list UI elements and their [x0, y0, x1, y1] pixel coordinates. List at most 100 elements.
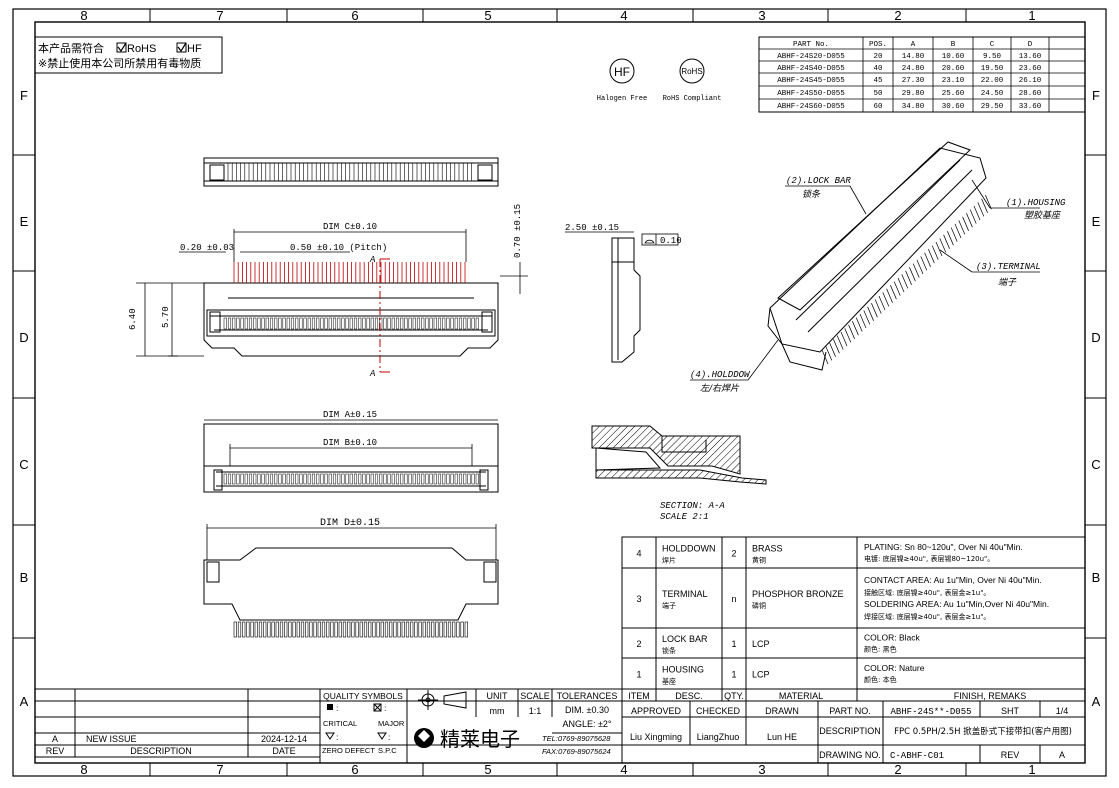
dim-pitch-a-label: 0.20 ±0.03 — [180, 243, 234, 253]
part-table-cell: 27.30 — [902, 77, 925, 85]
bom-item-material: LCP — [752, 670, 770, 680]
side-view — [611, 237, 641, 363]
part-table-cell: 23.10 — [942, 77, 965, 85]
front-pin-body — [349, 317, 353, 330]
bottom-d-pin — [326, 621, 330, 638]
critical-symbol-colon: : — [336, 703, 338, 713]
iso-pin — [901, 274, 909, 289]
bom-item-material-cn: 磷铜 — [752, 601, 766, 610]
bottom-d-pin — [267, 621, 271, 638]
section-mark-bottom: A — [369, 369, 375, 379]
company-tel: TEL:0769-89075628 — [542, 734, 611, 743]
part-table-cell: 19.50 — [981, 65, 1004, 73]
bom-table — [621, 536, 1086, 701]
sht-value: 1/4 — [1056, 706, 1069, 716]
iso-pin — [962, 216, 969, 231]
bottom-pin — [320, 473, 324, 485]
bottom-d-pin — [321, 621, 326, 638]
note-line1-prefix: 本产品需符合 — [38, 41, 104, 55]
rohs-logo: RoHS RoHS Compliant — [663, 58, 721, 103]
bottom-d-pin — [300, 621, 305, 638]
outer-border — [12, 8, 1107, 777]
bottom-pin — [437, 473, 442, 485]
bottom-d-pin — [309, 621, 313, 638]
section-title: SECTION: A-A — [660, 501, 725, 511]
hf-logo: HF Halogen Free — [597, 58, 647, 103]
front-pin-body — [467, 317, 471, 330]
bottom-d-pin — [435, 621, 439, 638]
iso-pin — [924, 252, 931, 267]
grid-row-C-right: C — [1091, 457, 1100, 472]
revision-rev-header: REV — [46, 746, 65, 756]
bottom-pin — [412, 473, 416, 485]
part-table-cell: ABHF-24S40-D055 — [777, 65, 845, 73]
bottom-pin — [446, 473, 450, 485]
iso-pin — [833, 339, 840, 354]
front-pin-body — [265, 317, 269, 330]
front-pin-body — [362, 317, 366, 330]
front-pin-body — [404, 317, 408, 330]
part-table-header-part: PART No. — [793, 41, 829, 49]
major-symbol-icon — [373, 703, 382, 712]
front-pin-body — [320, 317, 324, 330]
bottom-pin — [274, 473, 278, 485]
part-no-label: PART NO. — [829, 706, 871, 716]
bom-item-material: PHOSPHOR BRONZE — [752, 589, 844, 599]
grid-col-5-top: 5 — [484, 8, 491, 23]
bom-header-qty: QTY. — [724, 691, 744, 701]
front-pin-body — [450, 317, 454, 330]
bottom-pin — [404, 473, 408, 485]
bottom-d-pin — [363, 621, 368, 638]
bottom-pin — [244, 473, 248, 485]
front-pin-body — [332, 317, 337, 330]
tolerances-label: TOLERANCES — [557, 691, 618, 701]
bottom-d-pin — [242, 621, 246, 638]
bottom-view-ab — [203, 423, 499, 493]
front-pin-body — [391, 317, 395, 330]
bottom-d-pin — [292, 621, 296, 638]
bom-item-finish-line: 接触区域: 底层镍≥40u", 表层金≥1u"。 — [864, 588, 990, 597]
bottom-d-pin — [351, 621, 355, 638]
front-pin-body — [374, 317, 379, 330]
part-table-header-d: D — [1028, 41, 1033, 49]
revision-date-header: DATE — [272, 746, 295, 756]
front-pin-body — [454, 317, 458, 330]
bottom-pin — [307, 473, 311, 485]
dim-pitch-label: 0.50 ±0.10 (Pitch) — [290, 243, 387, 253]
part-table-cell: 23.60 — [1019, 65, 1042, 73]
bottom-pin — [400, 473, 404, 485]
bottom-pin — [475, 473, 479, 485]
sht-label: SHT — [1001, 706, 1020, 716]
bottom-d-pin — [250, 621, 254, 638]
bottom-d-pin — [397, 621, 401, 638]
callout-holddown-cn: 左/右焊片 — [700, 383, 740, 394]
drawer-name: Lun HE — [767, 732, 797, 742]
bottom-pin — [429, 473, 433, 485]
critical-label: CRITICAL — [323, 719, 357, 728]
part-table-cell: ABHF-24S45-D055 — [777, 77, 845, 85]
bottom-d-pin — [431, 621, 435, 638]
iso-pin — [844, 328, 852, 343]
rev-value: A — [1059, 750, 1065, 760]
bottom-d-pin — [384, 621, 389, 638]
iso-pin — [867, 306, 874, 321]
scale-value: 1:1 — [529, 706, 542, 716]
front-pin-body — [408, 317, 412, 330]
bottom-pin — [358, 473, 362, 485]
bottom-d-pin — [347, 621, 351, 638]
top-view — [203, 157, 499, 187]
dim-h640-label: 6.40 — [128, 308, 138, 330]
bottom-d-pin — [439, 621, 443, 638]
quality-symbols-label: QUALITY SYMBOLS — [323, 691, 403, 701]
iso-pin — [840, 331, 848, 347]
scale-label: SCALE — [520, 691, 550, 701]
front-pin-body — [240, 317, 244, 330]
grid-row-D-left: D — [19, 330, 28, 345]
bom-item-finish-line: COLOR: Nature — [864, 663, 925, 673]
bottom-d-pin — [460, 621, 464, 638]
iso-pin — [985, 195, 992, 210]
grid-row-B-right: B — [1092, 570, 1101, 585]
grid-row-A-left: A — [20, 694, 29, 709]
bottom-pin — [391, 473, 395, 485]
